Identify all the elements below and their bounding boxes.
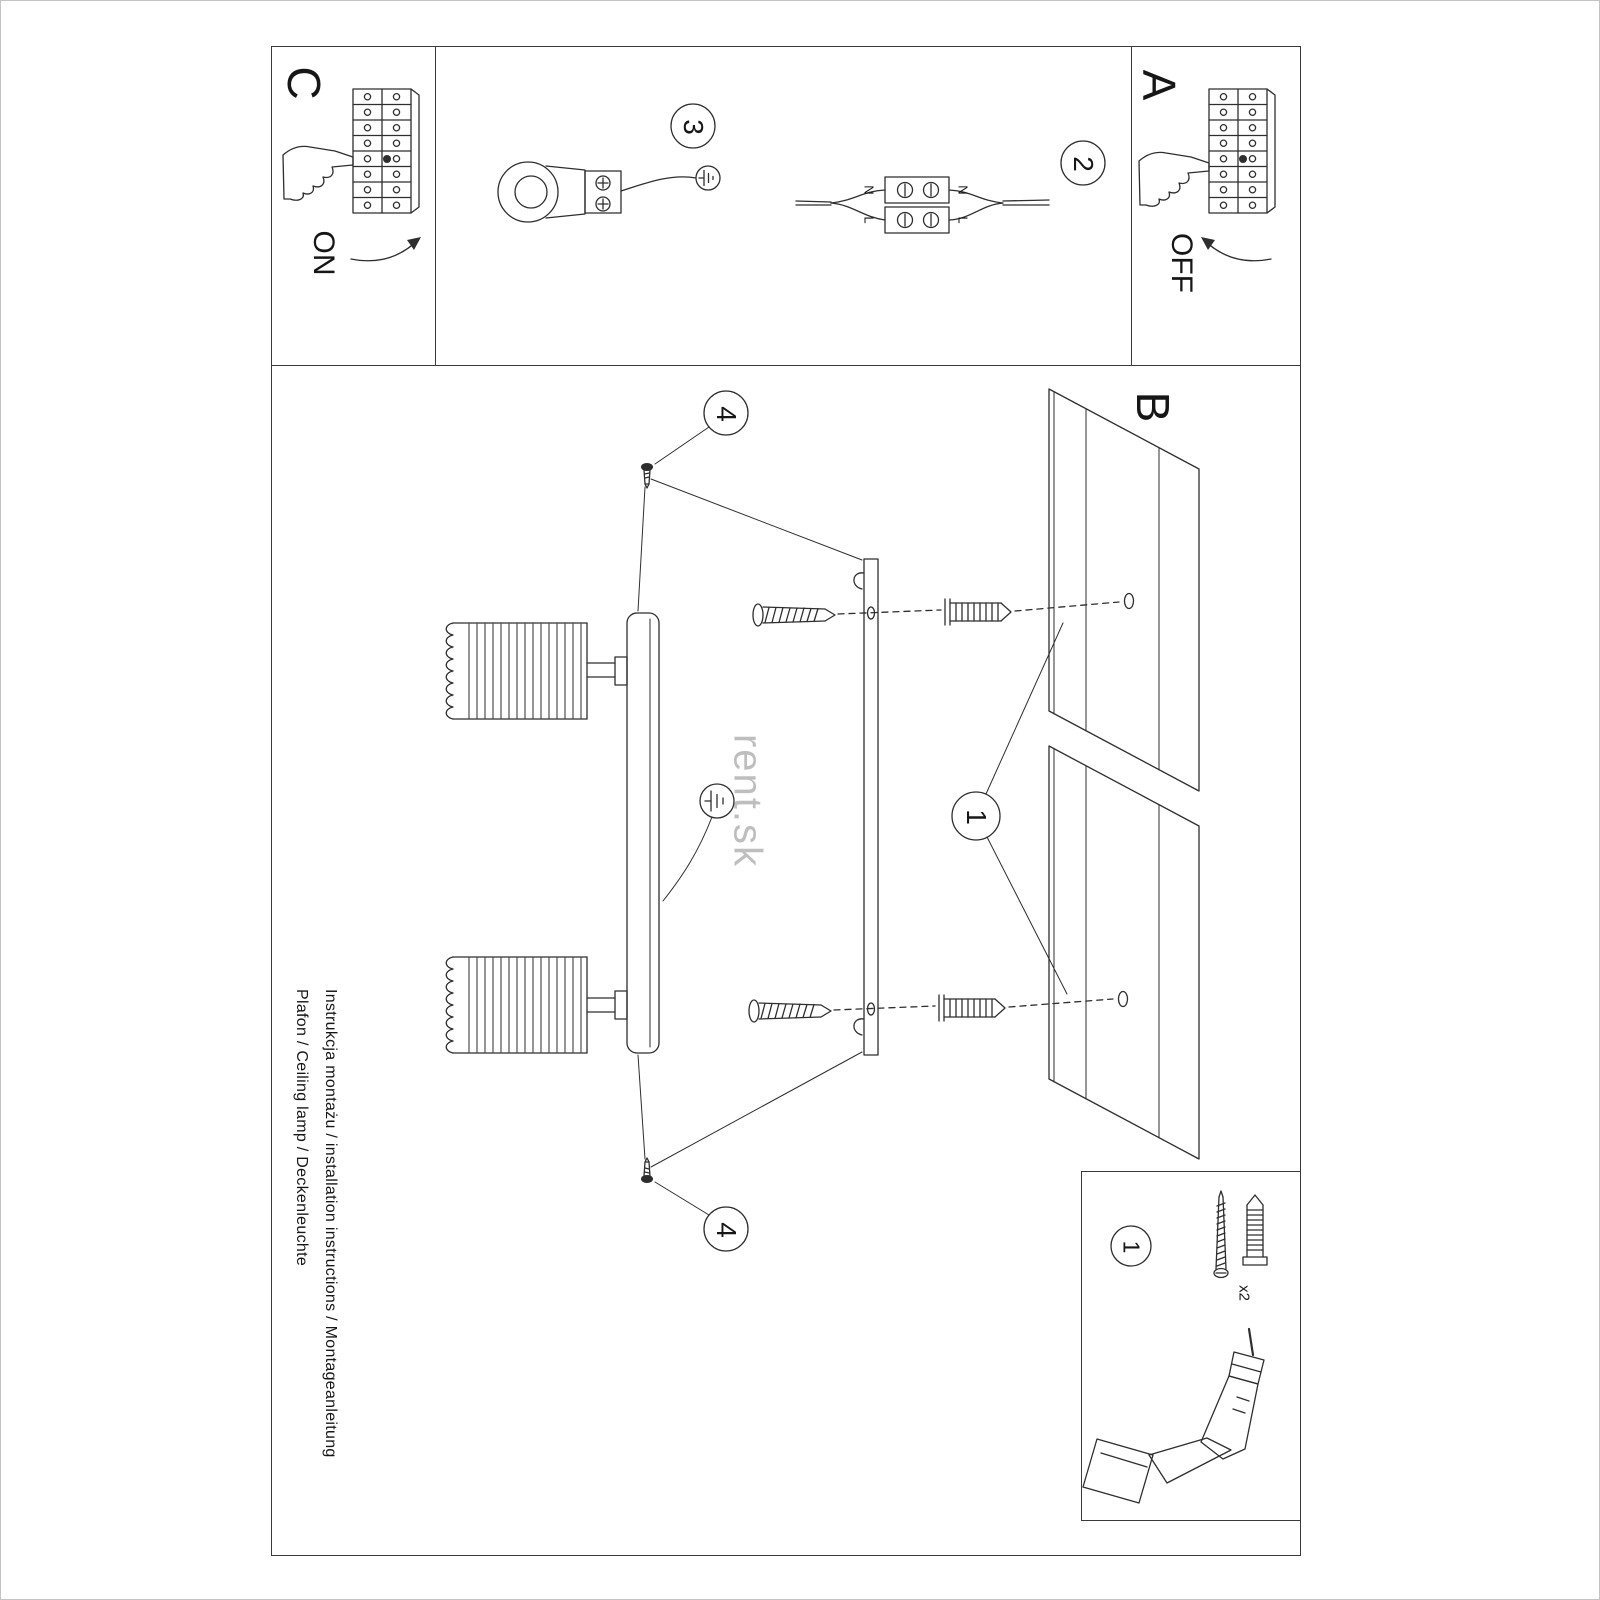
drill-icon bbox=[1082, 1327, 1265, 1504]
off-arrow-icon bbox=[1201, 237, 1272, 262]
switch-on-label: ON bbox=[307, 230, 340, 276]
parts-step-1-number: 1 bbox=[1118, 1240, 1145, 1254]
earth-symbol-icon bbox=[695, 165, 721, 191]
watermark: rent.sk bbox=[725, 733, 770, 869]
fixing-screw-icon bbox=[641, 1157, 653, 1183]
lamp-head bbox=[445, 622, 628, 720]
wire-l-label: L bbox=[955, 216, 971, 224]
section-a-letter: A bbox=[1133, 69, 1185, 101]
callout-circles bbox=[670, 103, 1152, 1267]
top-band-separator bbox=[436, 364, 1131, 366]
canopy-base bbox=[626, 612, 660, 1054]
parts-plug-icon bbox=[1242, 1194, 1268, 1266]
terminal-block-icon bbox=[352, 88, 420, 214]
wire-connector-icon bbox=[795, 176, 1050, 234]
mounting-screw-icon bbox=[752, 603, 836, 627]
pointing-hand-icon bbox=[1138, 151, 1210, 207]
ceiling-panels bbox=[1048, 388, 1200, 1160]
parts-screw-icon bbox=[1213, 1190, 1229, 1279]
wire-l-label: L bbox=[861, 216, 877, 224]
parts-box bbox=[1081, 1171, 1301, 1521]
wall-plug-icon bbox=[938, 994, 1006, 1022]
earth-symbol-icon bbox=[662, 783, 735, 902]
section-c-letter: C bbox=[278, 66, 330, 100]
wire-n-label: N bbox=[955, 185, 971, 195]
main-frame bbox=[271, 46, 1301, 1556]
wire-n-label: N bbox=[861, 185, 877, 195]
ribbed-shade-icon bbox=[445, 622, 588, 720]
footer-title-line: Instrukcja montażu / installation instru… bbox=[322, 989, 339, 1458]
step-4-number: 4 bbox=[711, 1222, 742, 1238]
switch-off-label: OFF bbox=[1165, 233, 1198, 293]
pointing-hand-icon bbox=[282, 145, 354, 201]
parts-quantity-label: x2 bbox=[1235, 1285, 1253, 1301]
step-3-number: 3 bbox=[678, 119, 709, 135]
section-c-box bbox=[271, 46, 436, 366]
footer-product-line: Plafon / Ceiling lamp / Deckenleuchte bbox=[293, 989, 310, 1267]
terminal-block-icon bbox=[1208, 88, 1276, 214]
step-2-number: 2 bbox=[1068, 156, 1099, 172]
mounting-bracket bbox=[853, 558, 879, 1056]
step-1-number: 1 bbox=[961, 809, 992, 825]
fixing-screw-icon bbox=[641, 463, 653, 489]
callout-leader-lines bbox=[985, 622, 1068, 995]
section-a-box bbox=[1131, 46, 1301, 366]
lamp-holder-icon bbox=[497, 161, 697, 223]
lamp-head bbox=[445, 956, 628, 1054]
step-4-number: 4 bbox=[711, 406, 742, 422]
on-arrow-icon bbox=[350, 237, 421, 262]
mounting-screw-icon bbox=[748, 999, 832, 1023]
section-b-letter: B bbox=[1127, 391, 1179, 423]
wall-plug-icon bbox=[944, 598, 1012, 626]
